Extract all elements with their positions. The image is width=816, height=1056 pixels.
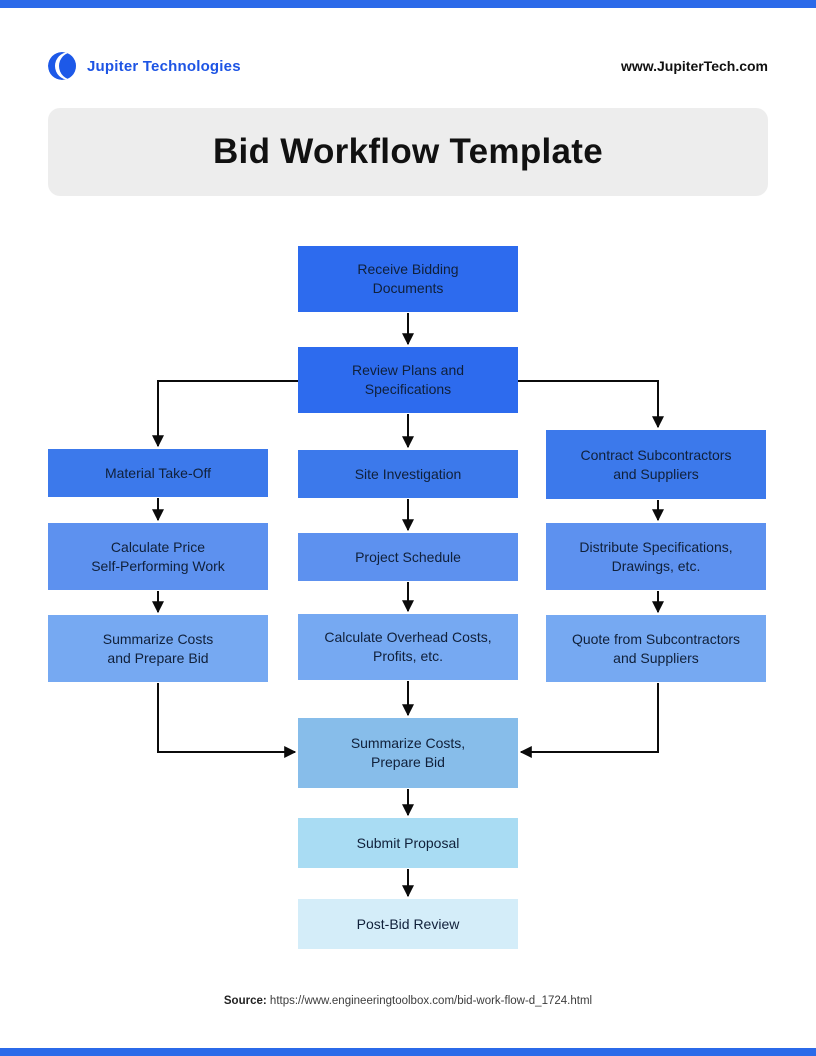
flow-node-contract-subcontractors: Contract Subcontractors and Suppliers [546,430,766,499]
flow-node-post-bid-review: Post-Bid Review [298,899,518,949]
flow-node-quote-from-subcontractors: Quote from Subcontractors and Suppliers [546,615,766,682]
flow-node-submit-proposal: Submit Proposal [298,818,518,868]
brand-name: Jupiter Technologies [87,58,241,75]
page-title: Bid Workflow Template [212,132,604,171]
flow-node-calculate-price: Calculate Price Self-Performing Work [48,523,268,590]
flow-edge-review-plans-specifications--contract-subcontractors [518,380,664,429]
flow-node-material-take-off: Material Take-Off [48,449,268,497]
source-note: Source: https://www.engineeringtoolbox.c… [0,995,816,1007]
flow-node-calculate-overhead: Calculate Overhead Costs, Profits, etc. [298,614,518,680]
flow-edge-review-plans-specifications--material-take-off [152,380,298,448]
flow-node-project-schedule: Project Schedule [298,533,518,581]
bottom-accent-bar [0,1048,816,1056]
flow-node-distribute-specifications: Distribute Specifications, Drawings, etc… [546,523,766,590]
source-url: https://www.engineeringtoolbox.com/bid-w… [269,995,593,1007]
flow-edge-quote-from-subcontractors--summarize-costs-prepare-bid [519,683,659,758]
title-banner: Bid Workflow Template [48,108,768,196]
top-accent-bar [0,0,816,8]
source-label: Source: [223,995,267,1007]
flow-node-review-plans-specifications: Review Plans and Specifications [298,347,518,413]
logo-disc-edge [59,52,76,80]
flow-edge-summarize-costs-prepare-bid-left--summarize-costs-prepare-bid [157,683,297,758]
flow-node-summarize-costs-prepare-bid-left: Summarize Costs and Prepare Bid [48,615,268,682]
flow-node-site-investigation: Site Investigation [298,450,518,498]
flow-node-summarize-costs-prepare-bid: Summarize Costs, Prepare Bid [298,718,518,788]
jupiter-logo-icon [48,52,76,80]
website-url: www.JupiterTech.com [620,58,768,74]
flow-node-receive-bidding-documents: Receive Bidding Documents [298,246,518,312]
